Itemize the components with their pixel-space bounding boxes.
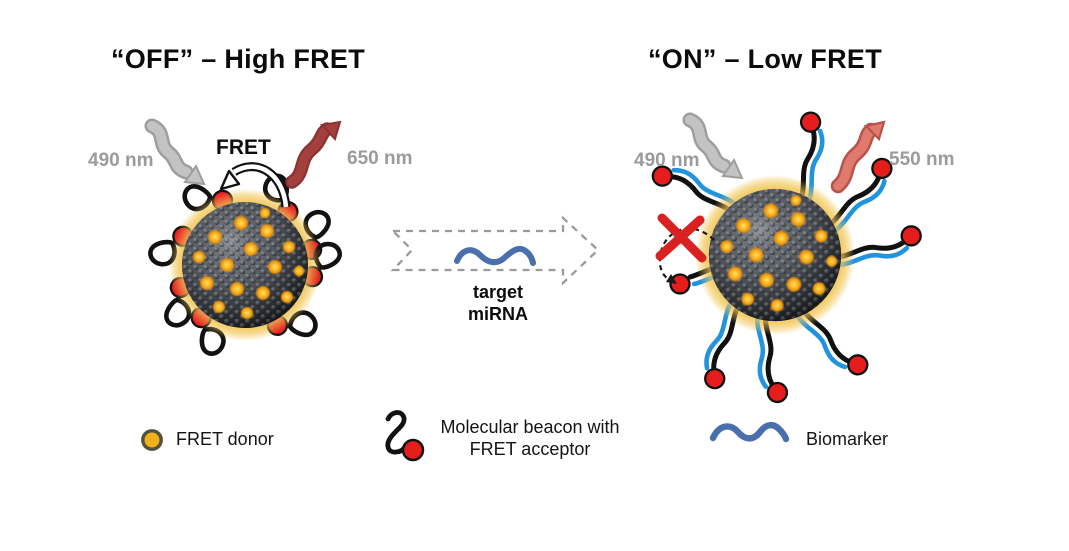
fret-transfer-arrow: [219, 162, 291, 208]
left-particle-core: [169, 189, 321, 341]
right-emission-arrow: [830, 120, 886, 194]
legend-beacon-icon: [385, 410, 425, 462]
right-state-title: “ON” – Low FRET: [648, 44, 882, 74]
legend-biomarker-icon: [709, 422, 790, 443]
left-emission-arrow: [285, 120, 342, 189]
left-emission-label: 650 nm: [347, 148, 413, 169]
legend-beacon-label-line2: FRET acceptor: [469, 438, 591, 459]
left-excitation-arrow: [144, 118, 206, 186]
legend-beacon-label-line1: Molecular beacon with: [440, 417, 620, 437]
right-particle-core: [695, 175, 855, 335]
legend-biomarker-label: Biomarker: [806, 429, 889, 449]
target-mirna-label: target miRNA: [437, 282, 559, 326]
right-nanoparticle: [649, 110, 922, 403]
target-mirna-line1: target: [472, 282, 523, 302]
transition-arrow: [390, 215, 600, 286]
target-mirna-line2: miRNA: [467, 303, 528, 324]
left-state-title: “OFF” – High FRET: [110, 44, 366, 74]
right-emission-label: 550 nm: [889, 149, 955, 170]
legend-beacon-label: Molecular beacon with FRET acceptor: [422, 417, 638, 461]
red-x-icon: [655, 213, 707, 263]
right-excitation-arrow: [682, 112, 744, 180]
left-excitation-label: 490 nm: [88, 150, 154, 171]
right-excitation-label: 490 nm: [634, 150, 700, 171]
legend-donor-icon: [141, 429, 163, 451]
legend-donor-label: FRET donor: [176, 429, 274, 449]
target-mirna-squiggle: [454, 245, 536, 266]
left-nanoparticle: [148, 162, 341, 358]
fret-label: FRET: [216, 136, 271, 159]
no-fret-arrow: [655, 213, 715, 284]
